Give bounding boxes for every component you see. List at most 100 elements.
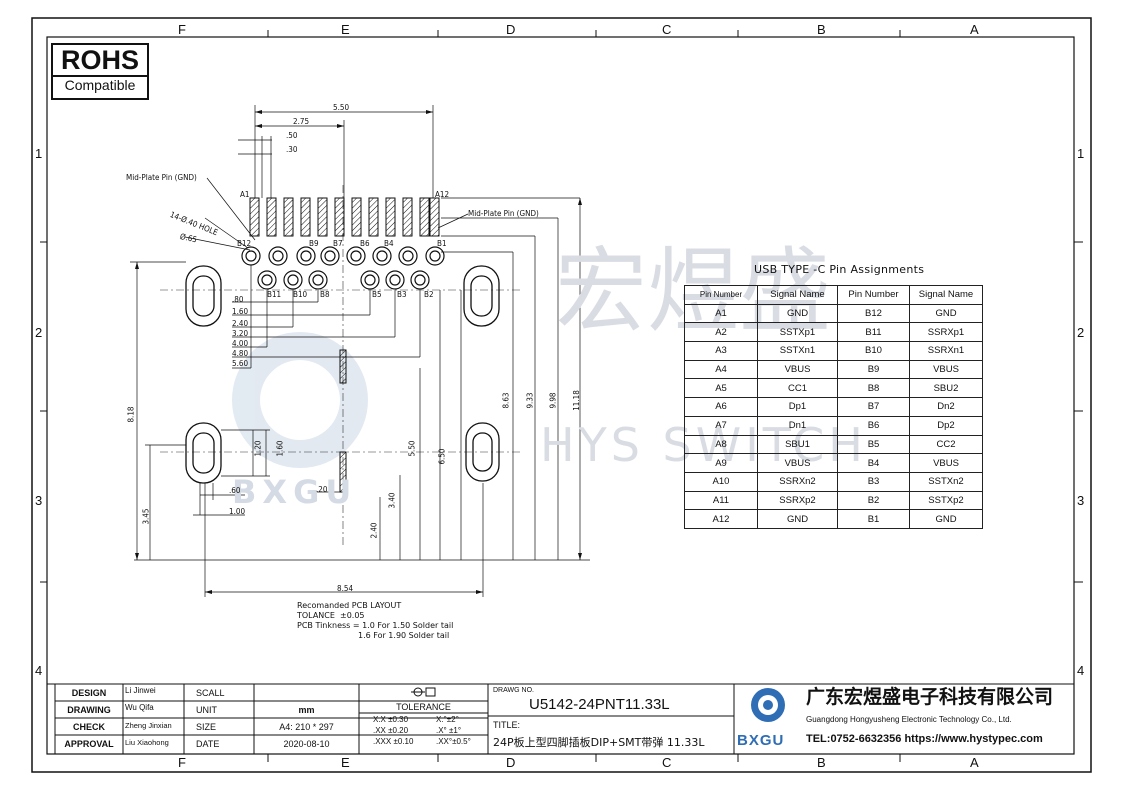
zone-top-B: B: [817, 22, 826, 37]
cell-pin: B7: [837, 397, 910, 417]
cell-pin: B12: [837, 303, 910, 324]
zone-bottom-E: E: [341, 755, 350, 770]
zone-top-D: D: [506, 22, 516, 37]
pin-label-b1: B1: [437, 239, 447, 248]
cell-pin: A3: [684, 341, 758, 361]
cell-signal: GND: [757, 509, 838, 529]
cell-pin: B11: [837, 322, 910, 343]
cell-pin: B10: [837, 341, 910, 361]
dim-9-33: 9.33: [525, 392, 535, 409]
note-line-2: TOLANCE ±0.05: [297, 611, 365, 620]
key-unit: UNIT: [196, 705, 217, 715]
callout-mid-plate-right: Mid-Plate Pin (GND): [468, 209, 539, 218]
company-name-en: Guangdong Hongyusheng Electronic Technol…: [806, 715, 1012, 724]
drawing-no: U5142-24PNT11.33L: [529, 696, 670, 713]
tolerance-linear-2: .XX ±0.20: [373, 726, 409, 735]
cell-signal: Dp1: [757, 397, 838, 417]
inner-frame: [46, 36, 1075, 755]
rohs-title: ROHS: [60, 45, 139, 75]
dim-step-1-60: 1.60: [232, 307, 249, 316]
cell-pin: B9: [837, 359, 910, 380]
cell-pin: A1: [684, 303, 758, 324]
tolerance-angle-3: .XX°±0.5°: [436, 737, 471, 746]
company-logo: [751, 688, 785, 722]
rohs-subtitle: Compatible: [53, 75, 147, 93]
value-size: A4: 210 * 297: [279, 722, 334, 732]
cell-pin: B2: [837, 490, 910, 511]
cell-signal: VBUS: [757, 359, 838, 380]
dim-2-75: 2.75: [293, 117, 310, 126]
name-design: Li Jinwei: [125, 686, 156, 695]
value-unit: mm: [298, 705, 315, 715]
smt-pads: [249, 197, 440, 237]
company-name-cn: 广东宏煜盛电子科技有限公司: [806, 686, 1054, 708]
cell-signal: CC2: [909, 434, 983, 455]
dim-5-50-v: 5.50: [407, 440, 417, 457]
cell-pin: A5: [684, 378, 758, 399]
name-approval: Liu Xiaohong: [125, 738, 169, 747]
dim-0-20: .20: [316, 485, 328, 494]
zone-right-2: 2: [1077, 325, 1085, 340]
tolerance-angle-1: X.°±2°: [436, 715, 459, 724]
callout-mid-plate-left: Mid-Plate Pin (GND): [126, 173, 197, 182]
dim-step-3-20: 3.20: [232, 329, 249, 338]
through-holes-row1: [241, 246, 445, 266]
company-logo-text: BXGU: [737, 732, 785, 749]
pin-label-b4: B4: [384, 239, 394, 248]
dim-8-63: 8.63: [501, 392, 511, 409]
zone-bottom-B: B: [817, 755, 826, 770]
pin-label-b8: B8: [320, 290, 330, 299]
cell-pin: A12: [684, 509, 758, 529]
cell-signal: SSTXn1: [757, 341, 838, 361]
label-check: CHECK: [72, 722, 105, 732]
zone-left-4: 4: [35, 663, 43, 678]
cell-signal: GND: [909, 303, 983, 324]
dim-step-4-80: 4.80: [232, 349, 249, 358]
zone-left-2: 2: [35, 325, 43, 340]
zone-left-3: 3: [35, 493, 43, 508]
zone-right-3: 3: [1077, 493, 1085, 508]
label-approval: APPROVAL: [64, 739, 114, 749]
cell-pin: A10: [684, 471, 758, 492]
zone-right-1: 1: [1077, 146, 1085, 161]
cell-signal: CC1: [757, 378, 838, 399]
cell-signal: SSTXn2: [909, 471, 983, 492]
cell-signal: SSRXp2: [757, 490, 838, 511]
cell-signal: Dp2: [909, 415, 983, 436]
drawing-no-label: DRAWG NO.: [493, 687, 534, 694]
tolerance-linear-3: .XXX ±0.10: [373, 737, 414, 746]
cell-signal: GND: [757, 303, 838, 324]
pin-table-header: Pin Number Signal Name Pin Number Signal…: [684, 285, 983, 305]
title-block-lines: [47, 683, 1074, 754]
outer-frame: [31, 17, 1092, 773]
cell-signal: SSRXn2: [757, 471, 838, 492]
cell-signal: VBUS: [757, 453, 838, 473]
zone-top-C: C: [662, 22, 672, 37]
pin-label-b6: B6: [360, 239, 370, 248]
header-signal-name-b: Signal Name: [909, 285, 983, 305]
zone-top-A: A: [970, 22, 979, 37]
tolerance-title: TOLERANCE: [396, 702, 451, 712]
note-line-4: 1.6 For 1.90 Solder tail: [358, 631, 450, 640]
cell-signal: GND: [909, 509, 983, 529]
cell-pin: B4: [837, 453, 910, 473]
key-size: SIZE: [196, 722, 217, 732]
dim-3-40: 3.40: [387, 492, 397, 509]
cell-signal: SSTXp1: [757, 322, 838, 343]
pin-label-b5: B5: [372, 290, 382, 299]
key-scall: SCALL: [196, 688, 225, 698]
pin-label-b12: B12: [237, 239, 252, 248]
cell-pin: A11: [684, 490, 758, 511]
cell-pin: A9: [684, 453, 758, 473]
header-pin-number-b: Pin Number: [837, 285, 910, 305]
dim-9-98: 9.98: [548, 392, 558, 409]
